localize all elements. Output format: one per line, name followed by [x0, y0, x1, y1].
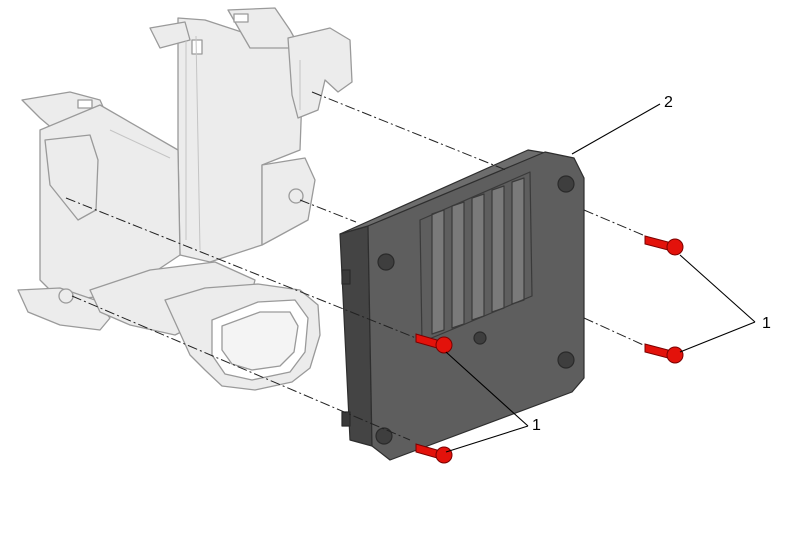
bolt	[415, 333, 453, 354]
mounting-bracket	[17, 7, 353, 391]
callout-bolts-left: 1	[532, 417, 541, 434]
bracket-shading	[109, 35, 301, 251]
alignment-lines	[65, 91, 651, 441]
bolt	[415, 443, 453, 464]
leader-lines	[445, 103, 756, 453]
heat-sink-fins	[431, 177, 525, 335]
callout-module: 2	[664, 94, 673, 111]
callout-bolts-right: 1	[762, 315, 771, 332]
control-module	[339, 149, 585, 461]
module-mounting-holes	[375, 175, 575, 445]
bolt	[644, 343, 684, 364]
bolt	[644, 235, 684, 256]
